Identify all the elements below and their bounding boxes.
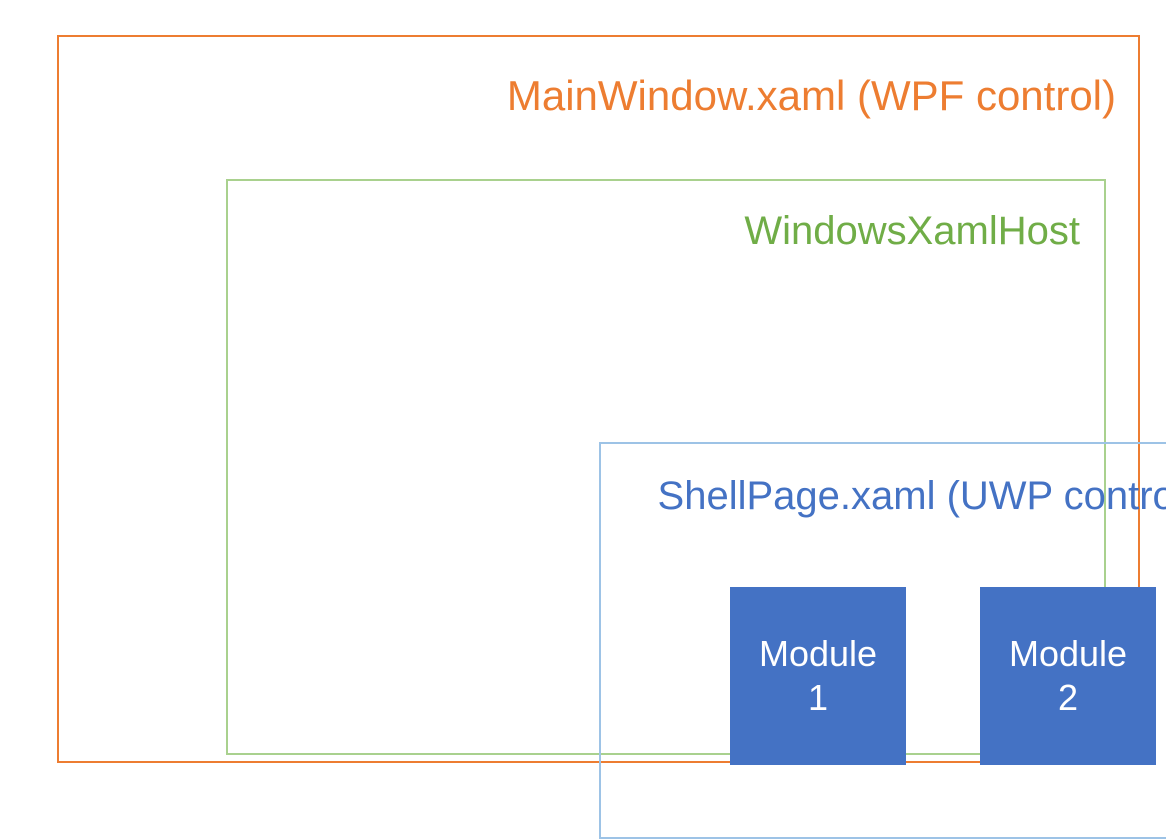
diagram-canvas: MainWindow.xaml (WPF control) WindowsXam… <box>57 35 1166 839</box>
module-block-1-name: Module <box>758 633 878 675</box>
module-block-1: Module 1 <box>730 587 906 765</box>
layer-label-windowsxamlhost: WindowsXamlHost <box>744 209 1080 253</box>
layer-box-windowsxamlhost: WindowsXamlHost ShellPage.xaml (UWP cont… <box>226 179 1166 839</box>
module-block-2-name: Module <box>1008 633 1128 675</box>
module-block-1-index: 1 <box>807 677 829 718</box>
layer-label-wpf: MainWindow.xaml (WPF control) <box>506 72 1116 119</box>
module-group: Module 1 Module 2 <box>601 444 1166 837</box>
layer-box-shellpage: ShellPage.xaml (UWP control) Module 1 Mo… <box>599 442 1166 839</box>
module-block-2: Module 2 <box>980 587 1156 765</box>
layer-box-wpf: MainWindow.xaml (WPF control) WindowsXam… <box>57 35 1166 839</box>
module-block-2-index: 2 <box>1057 677 1079 718</box>
layer-label-shellpage: ShellPage.xaml (UWP control) <box>657 474 1166 518</box>
